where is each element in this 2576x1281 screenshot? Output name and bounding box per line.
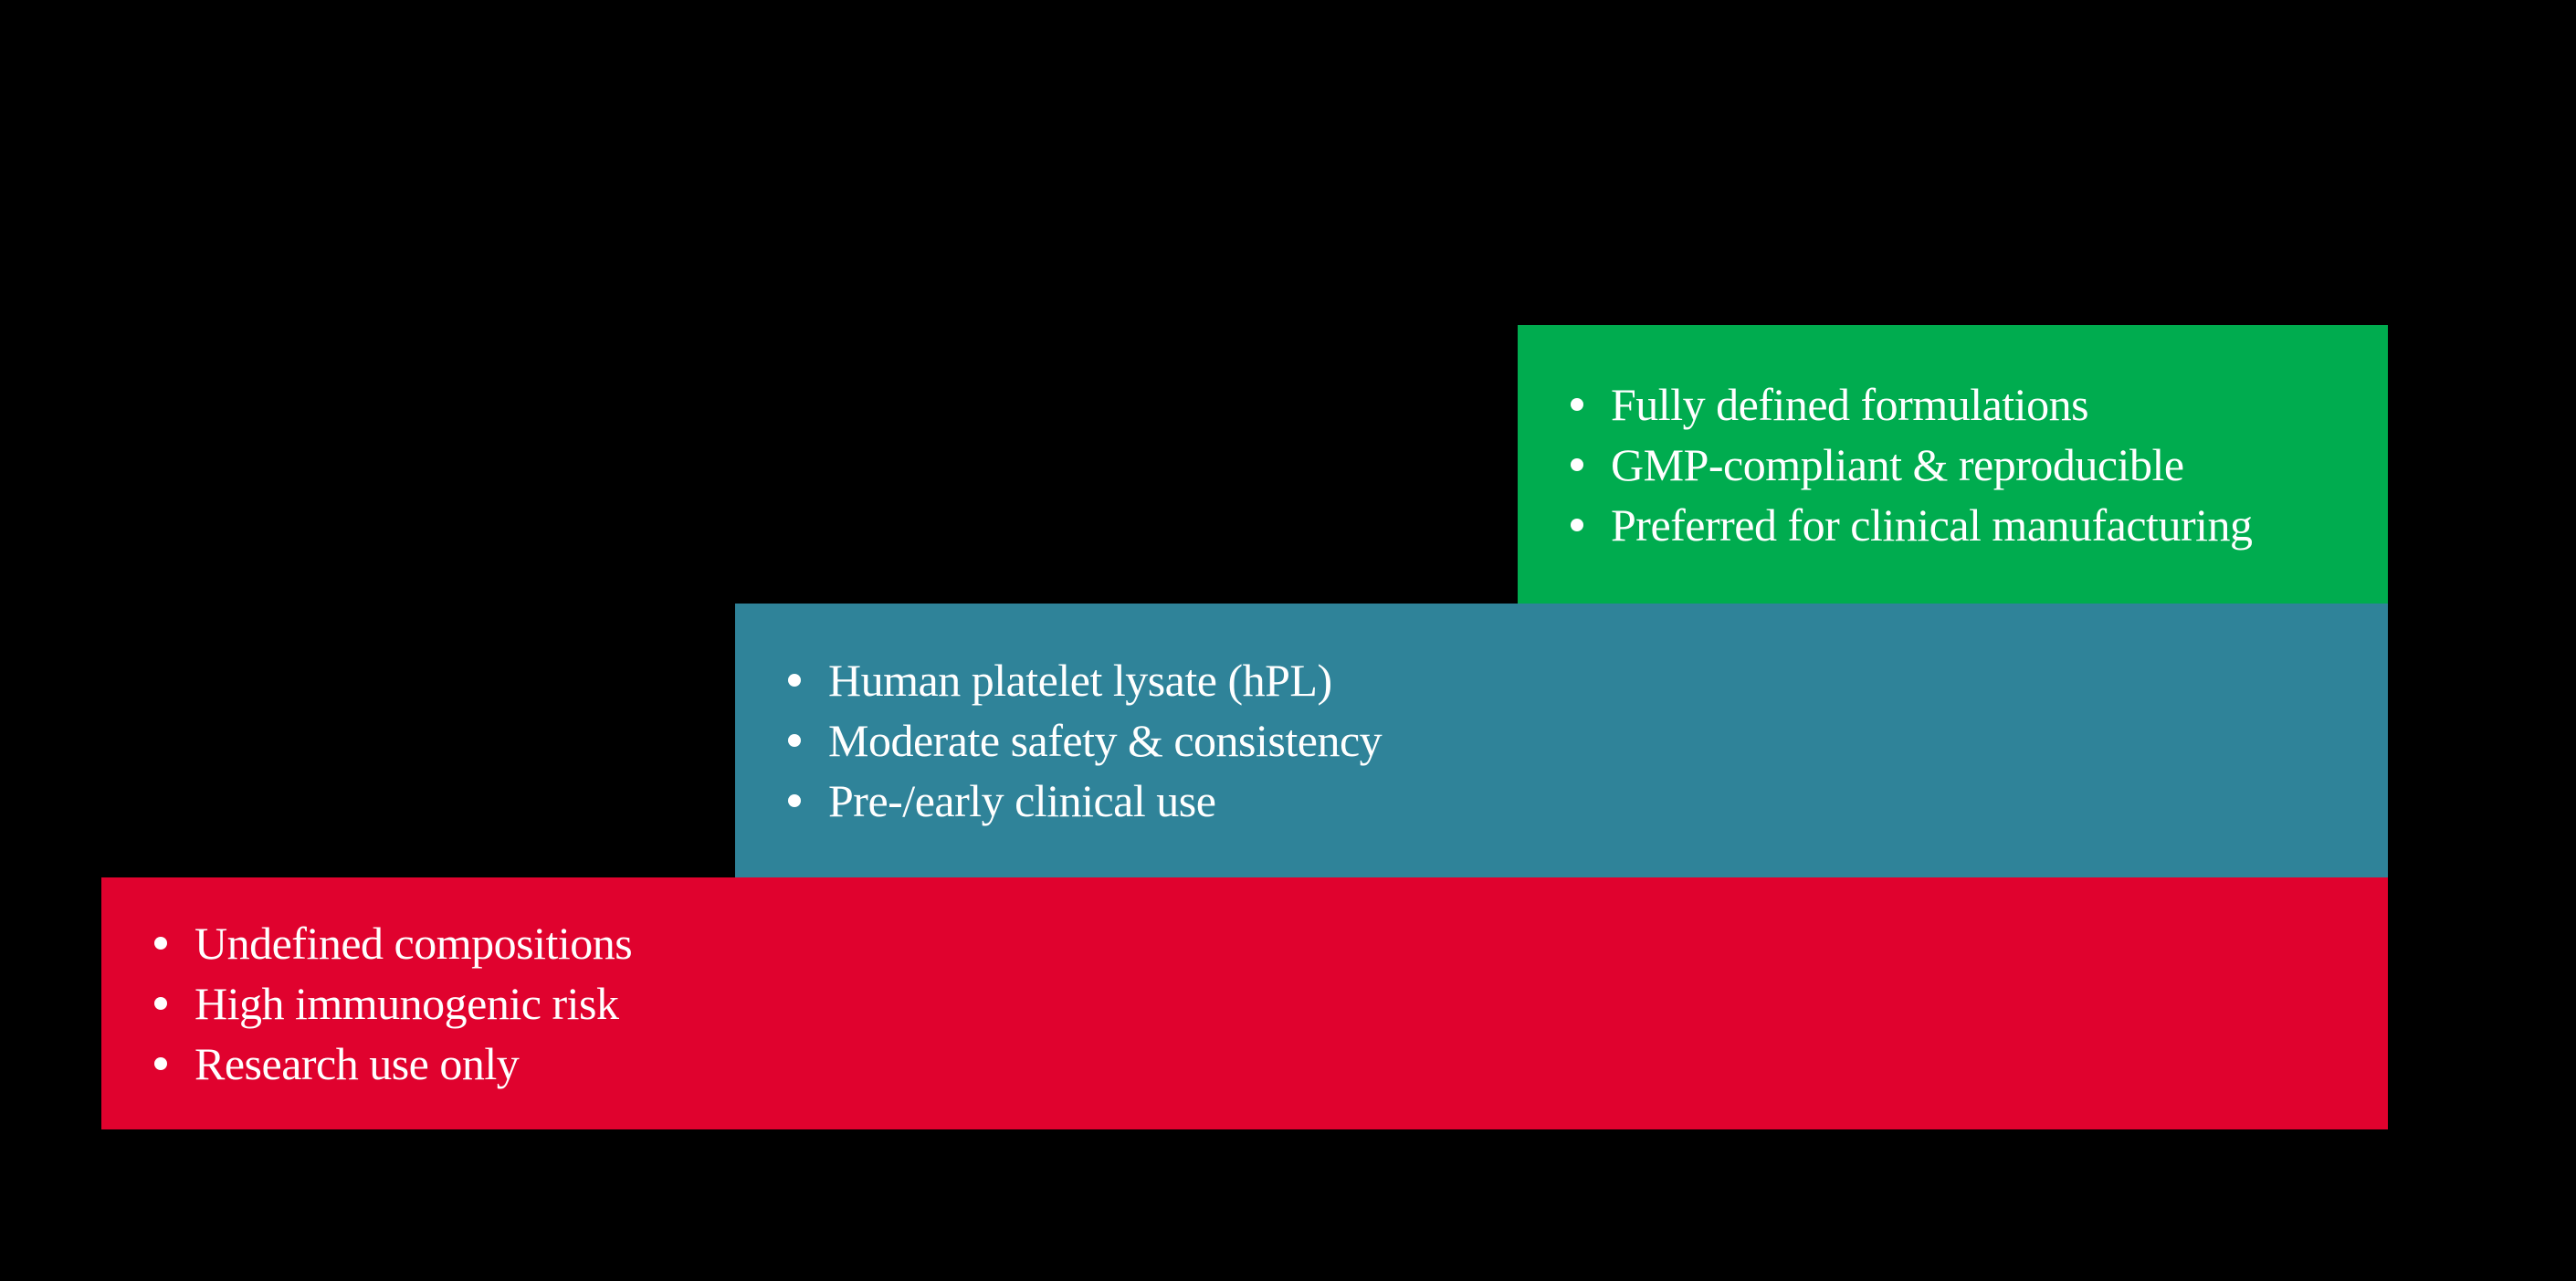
bullet-text: Research use only xyxy=(195,1038,520,1089)
bullet-text: Preferred for clinical manufacturing xyxy=(1611,499,2253,551)
undefined-bullet-list: Undefined compositions High immunogenic … xyxy=(154,913,2388,1094)
level-block-hpl: Human platelet lysate (hPL) Moderate saf… xyxy=(735,604,2388,877)
bullet-text: Fully defined formulations xyxy=(1611,378,2089,430)
bullet-text: High immunogenic risk xyxy=(195,978,619,1029)
level-block-fully-defined: Fully defined formulations GMP-compliant… xyxy=(1518,325,2388,604)
bullet-dot-icon xyxy=(788,674,801,687)
bullet-dot-icon xyxy=(154,937,167,950)
list-item: Preferred for clinical manufacturing xyxy=(1571,495,2388,555)
bullet-dot-icon xyxy=(788,794,801,807)
list-item: Research use only xyxy=(154,1034,2388,1094)
list-item: Moderate safety & consistency xyxy=(788,710,2388,771)
bullet-dot-icon xyxy=(1571,397,1583,411)
bullet-dot-icon xyxy=(788,734,801,747)
list-item: High immunogenic risk xyxy=(154,973,2388,1034)
fully-defined-bullet-list: Fully defined formulations GMP-compliant… xyxy=(1571,374,2388,555)
bullet-text: Human platelet lysate (hPL) xyxy=(828,655,1332,706)
list-item: GMP-compliant & reproducible xyxy=(1571,435,2388,495)
bullet-dot-icon xyxy=(1571,457,1583,471)
bullet-text: GMP-compliant & reproducible xyxy=(1611,438,2184,490)
list-item: Fully defined formulations xyxy=(1571,374,2388,435)
bullet-dot-icon xyxy=(1571,518,1583,531)
hpl-bullet-list: Human platelet lysate (hPL) Moderate saf… xyxy=(788,650,2388,831)
bullet-text: Moderate safety & consistency xyxy=(828,715,1383,766)
bullet-dot-icon xyxy=(154,997,167,1010)
list-item: Human platelet lysate (hPL) xyxy=(788,650,2388,710)
bullet-dot-icon xyxy=(154,1057,167,1070)
list-item: Undefined compositions xyxy=(154,913,2388,973)
bullet-text: Pre-/early clinical use xyxy=(828,775,1216,826)
list-item: Pre-/early clinical use xyxy=(788,771,2388,831)
bullet-text: Undefined compositions xyxy=(195,918,633,969)
level-block-undefined: Undefined compositions High immunogenic … xyxy=(101,877,2388,1129)
